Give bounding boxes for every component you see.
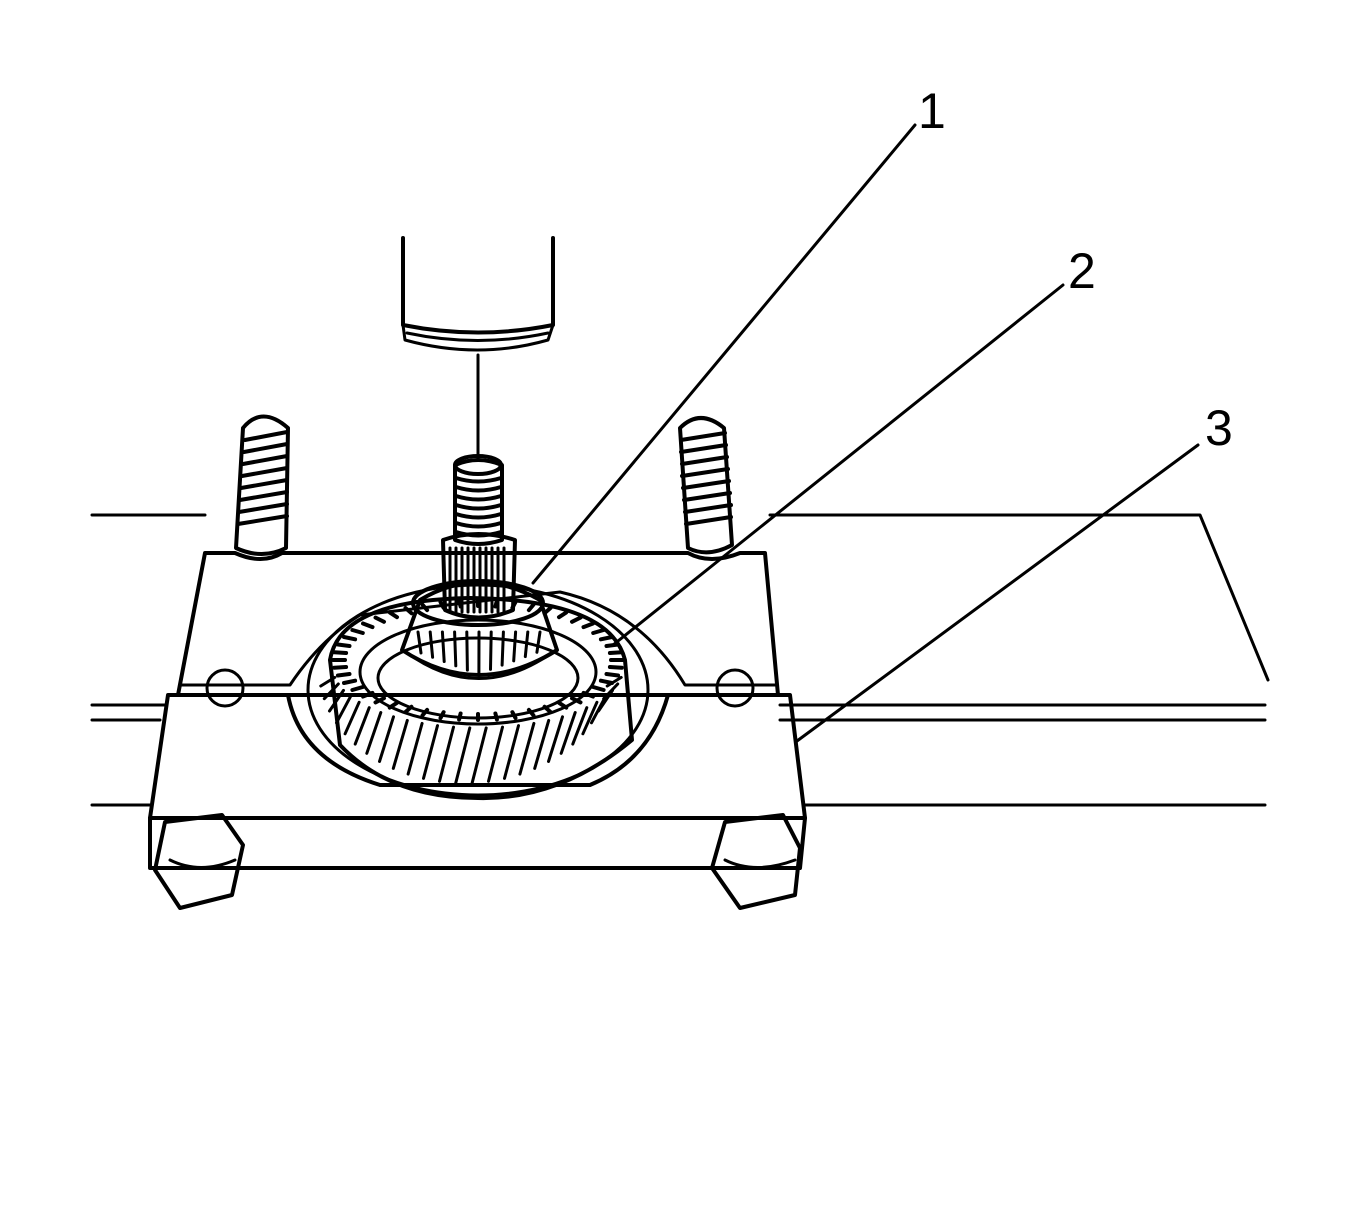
left-bolt-head (153, 813, 245, 910)
leader-lines (531, 123, 1200, 743)
callout-1: 1 (918, 83, 946, 139)
right-threaded-stud (678, 416, 734, 555)
callout-3: 3 (1205, 400, 1233, 456)
press-bed (90, 513, 1270, 807)
tapered-bearing (400, 579, 559, 680)
leader-line-1 (531, 123, 917, 585)
helical-gear (306, 583, 650, 801)
right-bolt-head (710, 813, 802, 910)
separator-back-plate (176, 551, 780, 708)
callout-2: 2 (1068, 243, 1096, 299)
leader-line-2 (611, 283, 1065, 647)
shaft (441, 454, 517, 620)
leader-line-3 (795, 443, 1200, 743)
separator-front-plate (148, 693, 807, 910)
left-threaded-stud (234, 414, 290, 556)
press-ram (401, 236, 555, 462)
